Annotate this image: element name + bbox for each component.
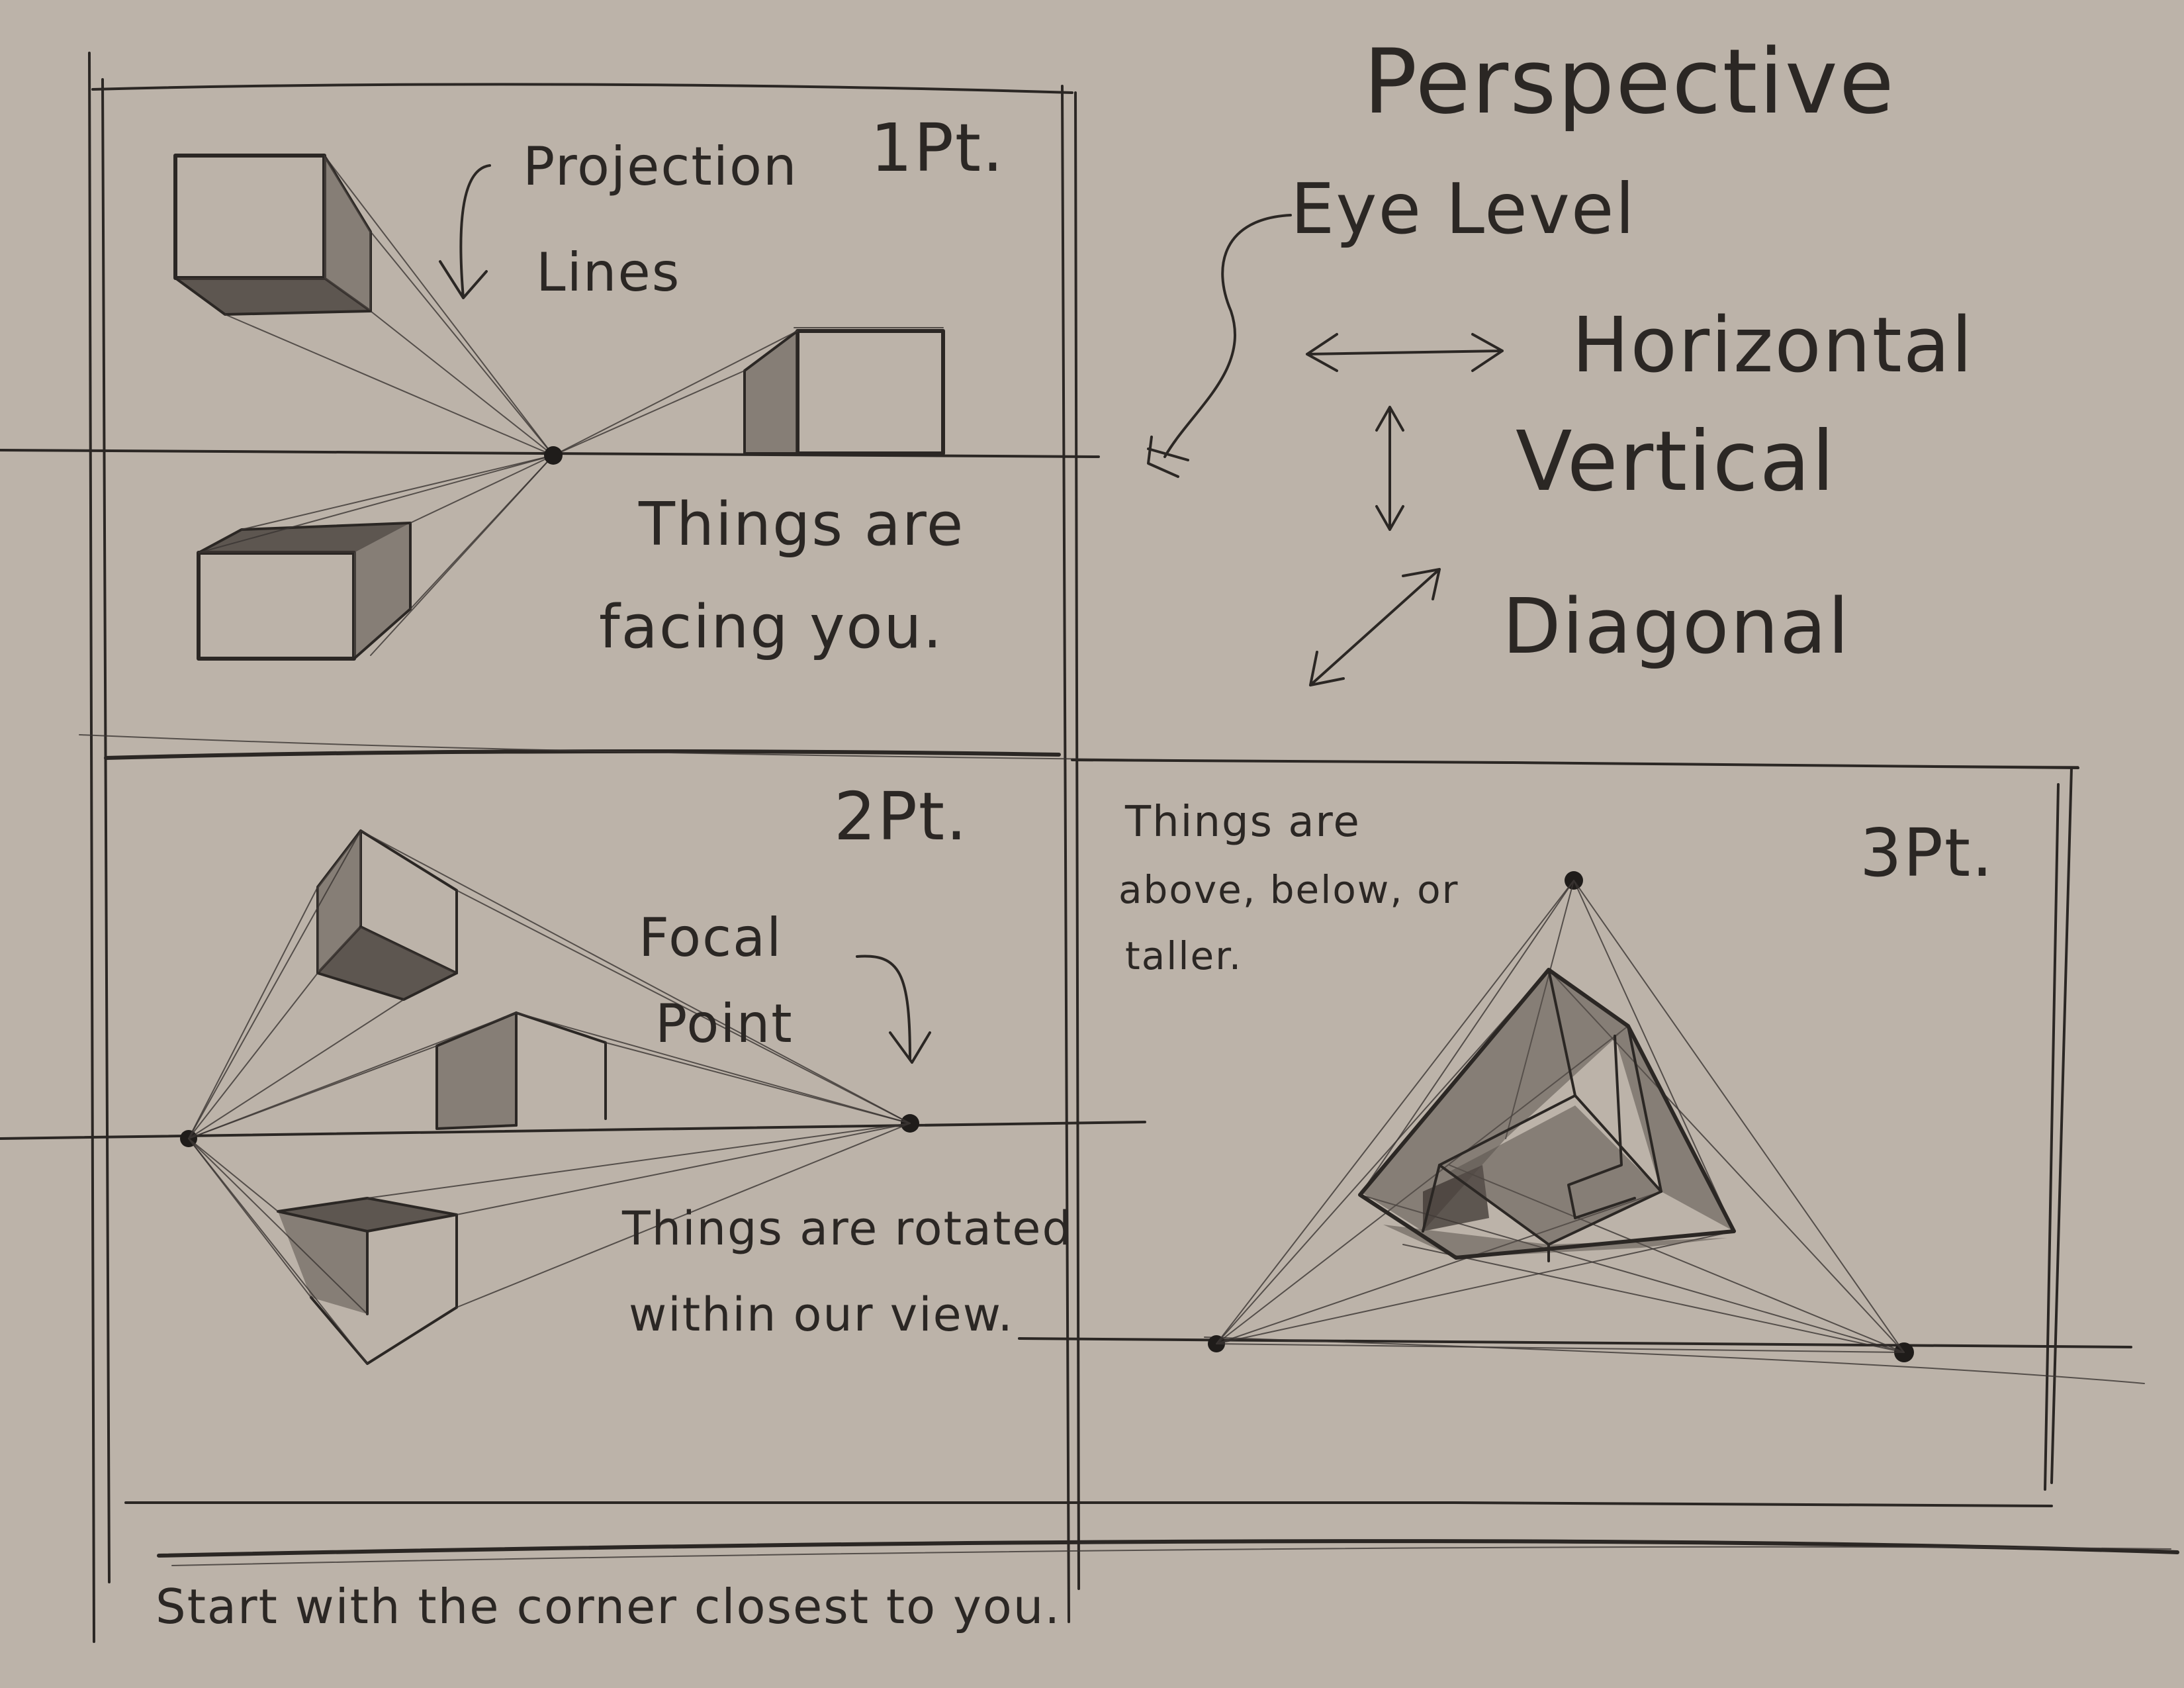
focal-point-arrow xyxy=(856,955,931,1064)
label-point: Point xyxy=(655,993,794,1055)
vanishing-point-1pt xyxy=(544,446,563,465)
label-one-point: 1Pt. xyxy=(870,109,1005,187)
label-horizontal: Horizontal xyxy=(1572,301,1974,390)
diagonal-arrow xyxy=(1309,568,1441,686)
footer-note: Start with the corner closest to you. xyxy=(156,1579,1062,1634)
vertical-arrow xyxy=(1375,406,1404,531)
label-projection: Projection xyxy=(523,136,798,197)
note-above-line-3: taller. xyxy=(1125,933,1243,978)
note-above-line-1: Things are xyxy=(1125,798,1361,847)
horizon-line-3pt xyxy=(1018,1337,2132,1348)
concept-arrows xyxy=(1147,214,1504,686)
panel-frames xyxy=(79,52,2179,1643)
note-facing-line-1: Things are xyxy=(639,490,965,559)
note-rotated-line-2: within our view. xyxy=(629,1288,1014,1342)
two-point-perspective-drawing xyxy=(0,829,1146,1365)
label-three-point: 3Pt. xyxy=(1860,814,1994,892)
three-point-perspective-drawing xyxy=(1018,871,2145,1384)
horizon-line-2pt xyxy=(0,1121,1146,1140)
title-perspective: Perspective xyxy=(1363,30,1895,134)
one-point-perspective-drawing xyxy=(0,154,1100,661)
horizontal-arrow xyxy=(1306,333,1504,372)
note-above-line-2: above, below, or xyxy=(1118,867,1459,912)
note-facing-line-2: facing you. xyxy=(599,592,944,662)
projection-lines-arrow xyxy=(439,164,491,299)
label-eye-level: Eye Level xyxy=(1291,169,1636,250)
label-vertical: Vertical xyxy=(1516,414,1836,510)
label-two-point: 2Pt. xyxy=(834,778,968,855)
note-rotated-line-1: Things are rotated xyxy=(622,1201,1073,1256)
label-diagonal: Diagonal xyxy=(1502,583,1850,671)
label-focal: Focal xyxy=(639,907,783,968)
label-lines: Lines xyxy=(536,242,681,303)
